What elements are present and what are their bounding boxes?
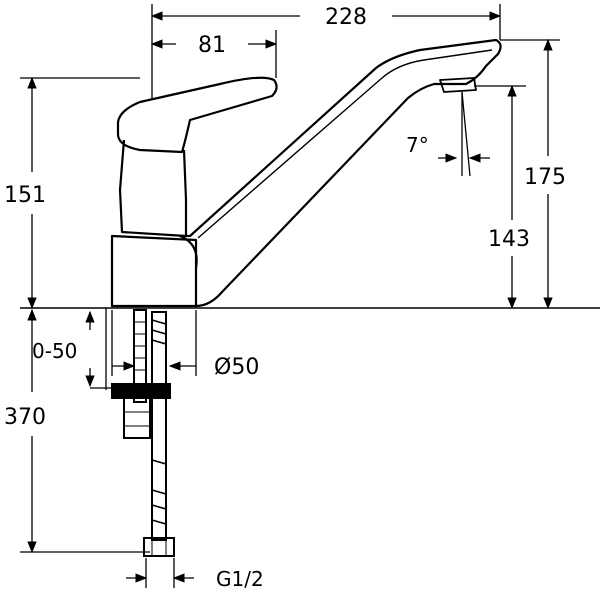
mounting-nut [123, 397, 151, 439]
mounting-bracket [111, 383, 171, 399]
label-lever-offset: 81 [198, 33, 226, 58]
main-body [110, 234, 198, 308]
dimension-lines [20, 4, 560, 588]
spout-inner-line [197, 49, 493, 239]
aerator [439, 77, 477, 93]
label-spout-angle: 7° [406, 133, 429, 157]
label-spout-height: 143 [488, 227, 530, 252]
label-base-diameter: Ø50 [214, 355, 259, 380]
hose-fitting [143, 537, 175, 557]
label-total-height: 175 [524, 165, 566, 190]
dimension-labels: 228 81 151 175 143 7° 0-50 Ø50 370 G1/2 [4, 5, 566, 591]
lever-body [118, 139, 188, 238]
label-hose-length: 370 [4, 405, 46, 430]
label-connection-thread: G1/2 [216, 567, 264, 591]
label-overall-reach: 228 [325, 5, 367, 30]
threaded-stud [133, 309, 147, 403]
label-base-adjust: 0-50 [32, 339, 77, 363]
spout [178, 38, 502, 308]
faucet-outline [110, 38, 502, 308]
lever-handle [116, 76, 278, 154]
mounting-assembly [111, 309, 175, 557]
label-body-height: 151 [4, 183, 46, 208]
